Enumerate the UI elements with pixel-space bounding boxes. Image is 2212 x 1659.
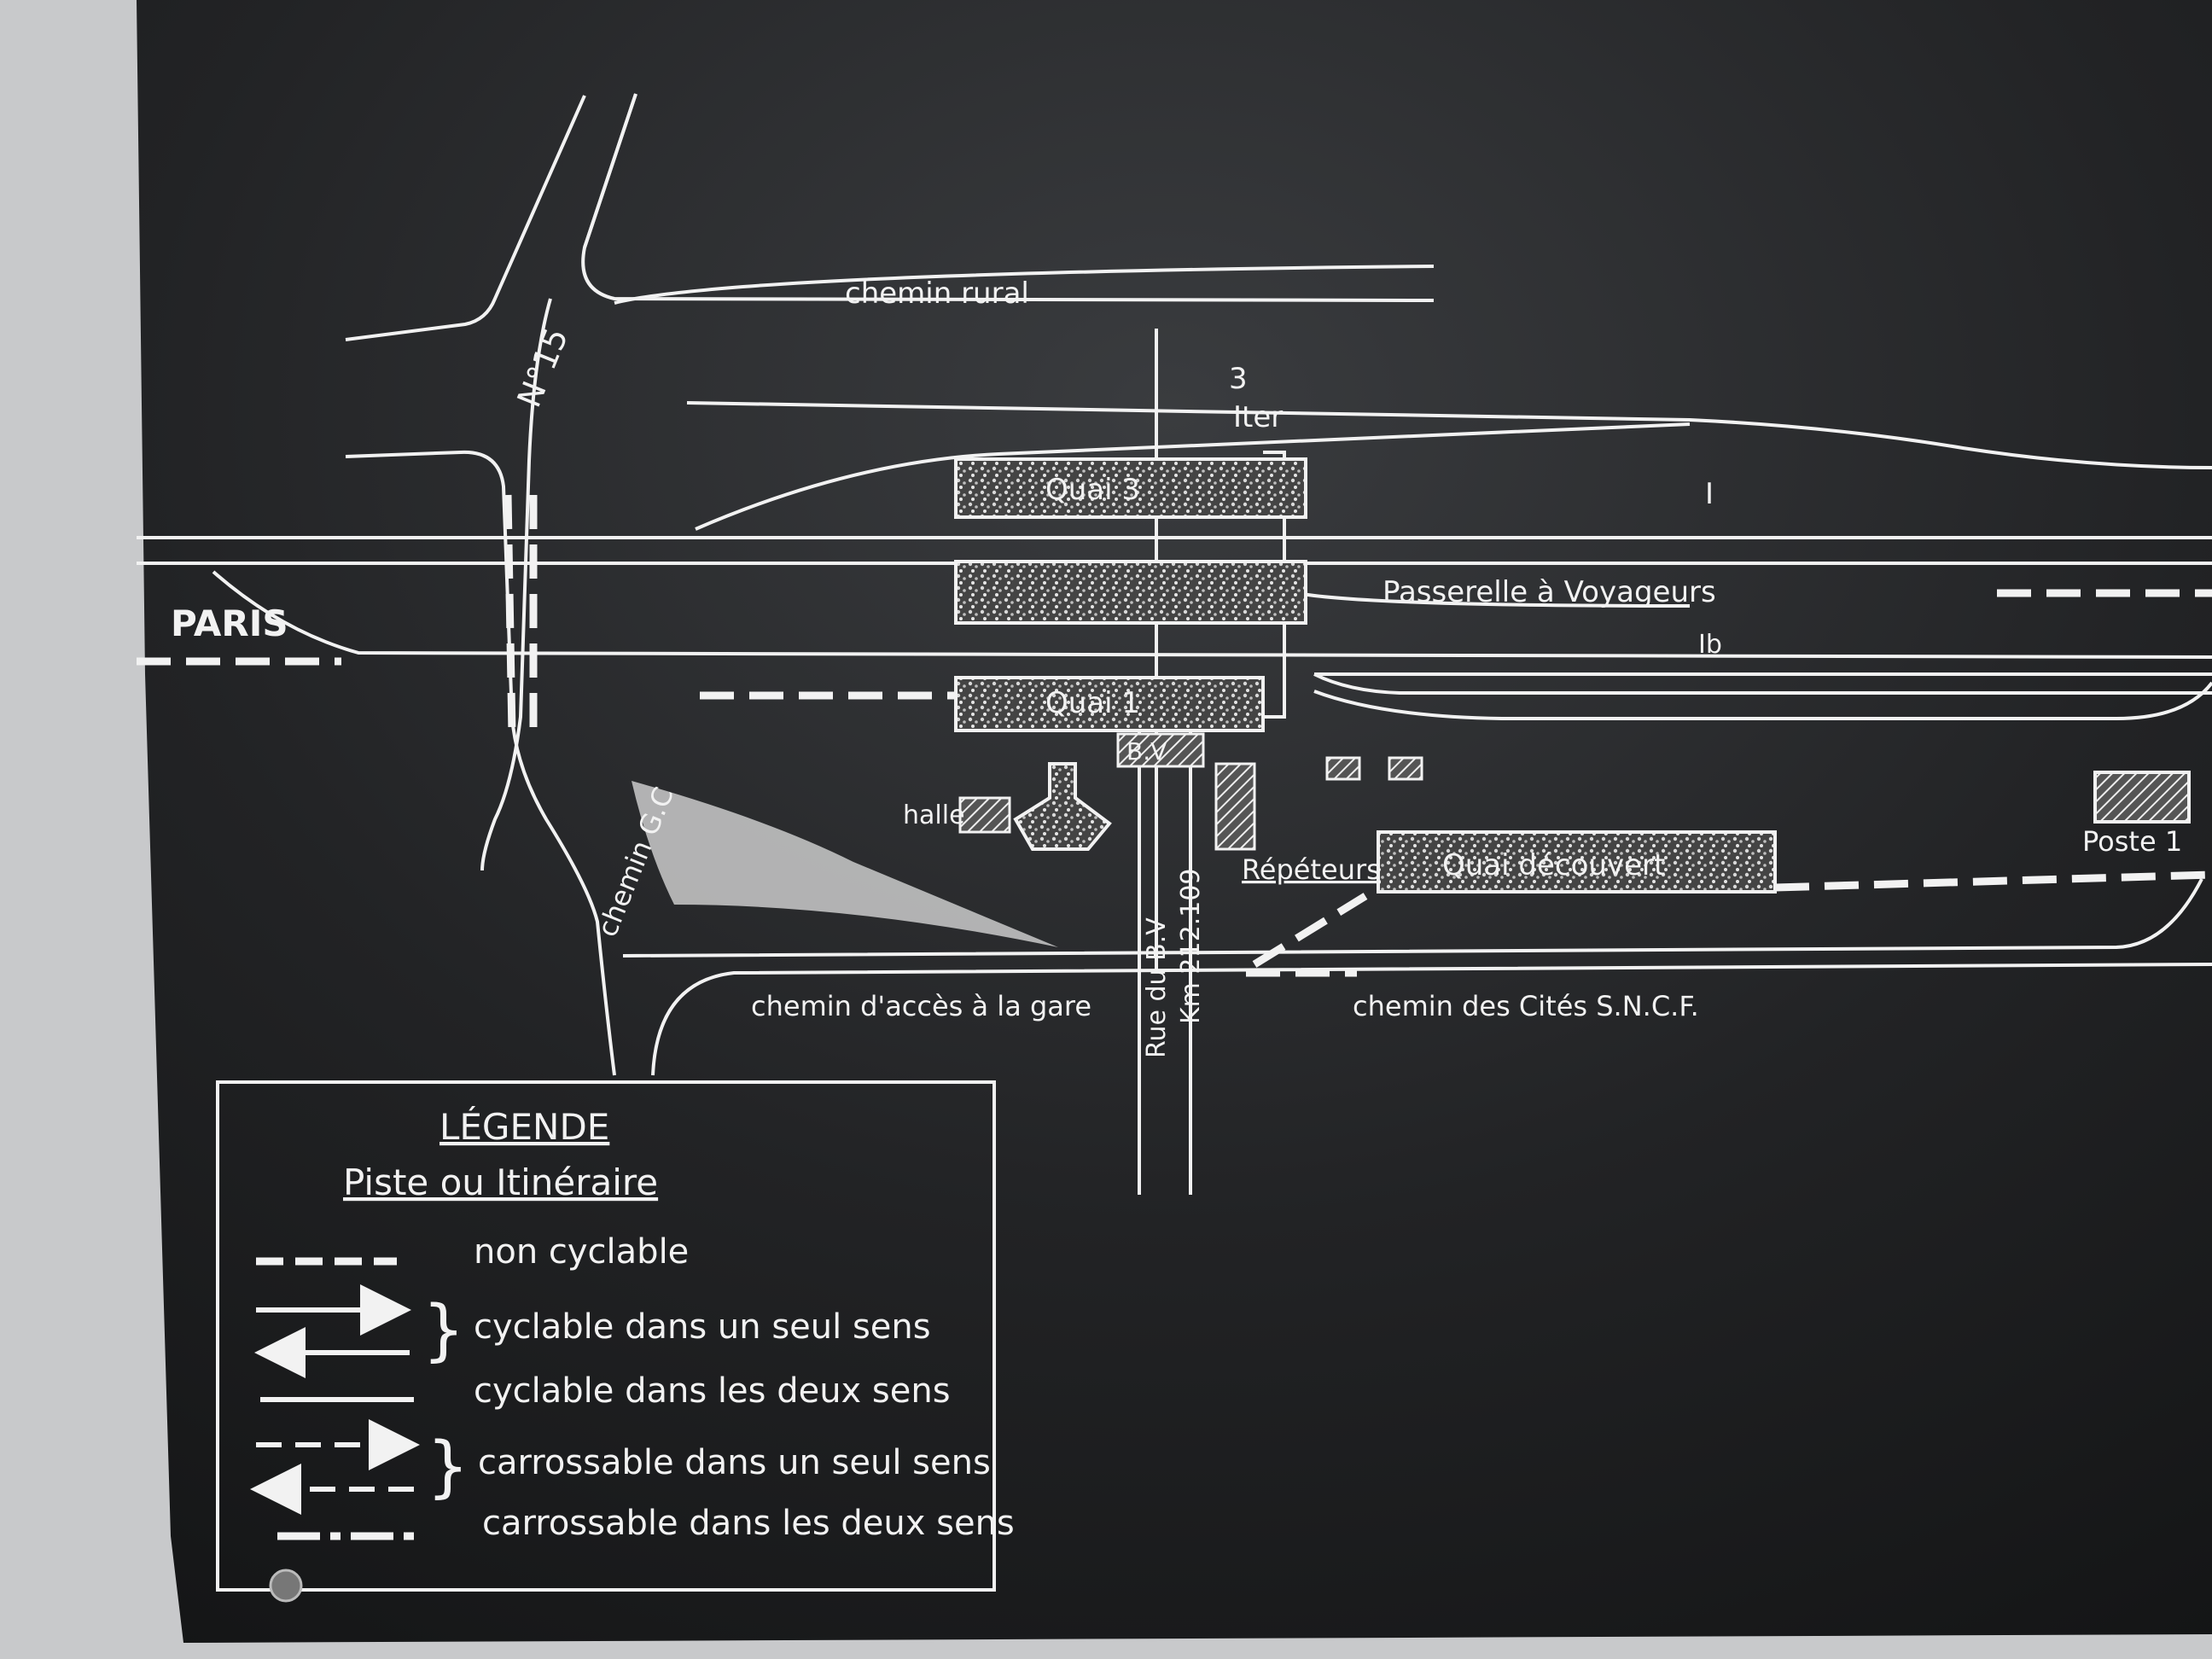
screw-icon	[269, 1569, 303, 1603]
legend-cyclable-two-way: cyclable dans les deux sens	[474, 1371, 951, 1411]
plate	[128, 0, 2212, 1643]
label-track-I: I	[1705, 477, 1714, 511]
brace-icon-1: }	[422, 1292, 465, 1369]
legend-non-cyclable: non cyclable	[474, 1232, 689, 1272]
legend-title: LÉGENDE	[439, 1105, 609, 1148]
platforms	[632, 457, 2191, 947]
halle-building	[1013, 762, 1112, 851]
legend-subtitle: Piste ou Itinéraire	[343, 1161, 658, 1203]
quai-3	[954, 457, 1307, 519]
dashed-routes	[137, 494, 2212, 977]
label-paris: PARIS	[171, 602, 288, 644]
brace-icon-2: }	[427, 1429, 469, 1505]
label-track-3: 3	[1229, 362, 1248, 396]
label-chemin-acces: chemin d'accès à la gare	[751, 990, 1091, 1022]
scratch-mark	[632, 781, 1058, 947]
quai-decouvert	[1377, 830, 1777, 894]
label-quai-3: Quai 3	[1045, 473, 1140, 507]
repeteurs-building	[1214, 762, 1256, 851]
road-no15	[345, 95, 586, 341]
legend: LÉGENDE Piste ou Itinéraire non cyclable…	[216, 1080, 1015, 1603]
label-repeteurs: Répéteurs	[1242, 853, 1381, 886]
label-passerelle: Passerelle à Voyageurs	[1382, 575, 1716, 609]
label-chemin-cites: chemin des Cités S.N.C.F.	[1353, 990, 1699, 1022]
label-poste-1: Poste 1	[2082, 825, 2182, 858]
road-no15-right	[581, 93, 1435, 302]
bv-building	[1116, 732, 1205, 768]
label-halle: halle	[903, 800, 965, 830]
label-rue-bv: Rue du B.V	[1142, 917, 1172, 1058]
map-lines	[137, 93, 2212, 1195]
label-track-1ter: Iter	[1233, 400, 1283, 434]
label-km: Km 212.109	[1176, 869, 1206, 1025]
track-1ter	[695, 422, 1691, 531]
label-track-Ib: Ib	[1698, 630, 1722, 660]
legend-frame	[216, 1080, 996, 1592]
legend-carrossable-one-way: carrossable dans un seul sens	[478, 1443, 991, 1482]
halle-hatch	[958, 796, 1011, 834]
label-quai-decouvert: Quai découvert	[1442, 848, 1665, 882]
quai-2	[954, 560, 1307, 625]
label-chemin-rural: chemin rural	[845, 276, 1029, 311]
quai-1	[954, 676, 1265, 732]
label-quai-1: Quai 1	[1045, 686, 1140, 720]
legend-carrossable-two-way: carrossable dans les deux sens	[482, 1504, 1015, 1543]
paris-branch	[212, 570, 2212, 659]
track-3	[686, 401, 2212, 469]
label-bv: B.V	[1126, 737, 1167, 765]
chemin-rural	[614, 265, 1435, 305]
poste-1-building	[2093, 771, 2191, 824]
chemin-acces	[651, 963, 2212, 1076]
legend-cyclable-one-way: cyclable dans un seul sens	[474, 1307, 931, 1347]
